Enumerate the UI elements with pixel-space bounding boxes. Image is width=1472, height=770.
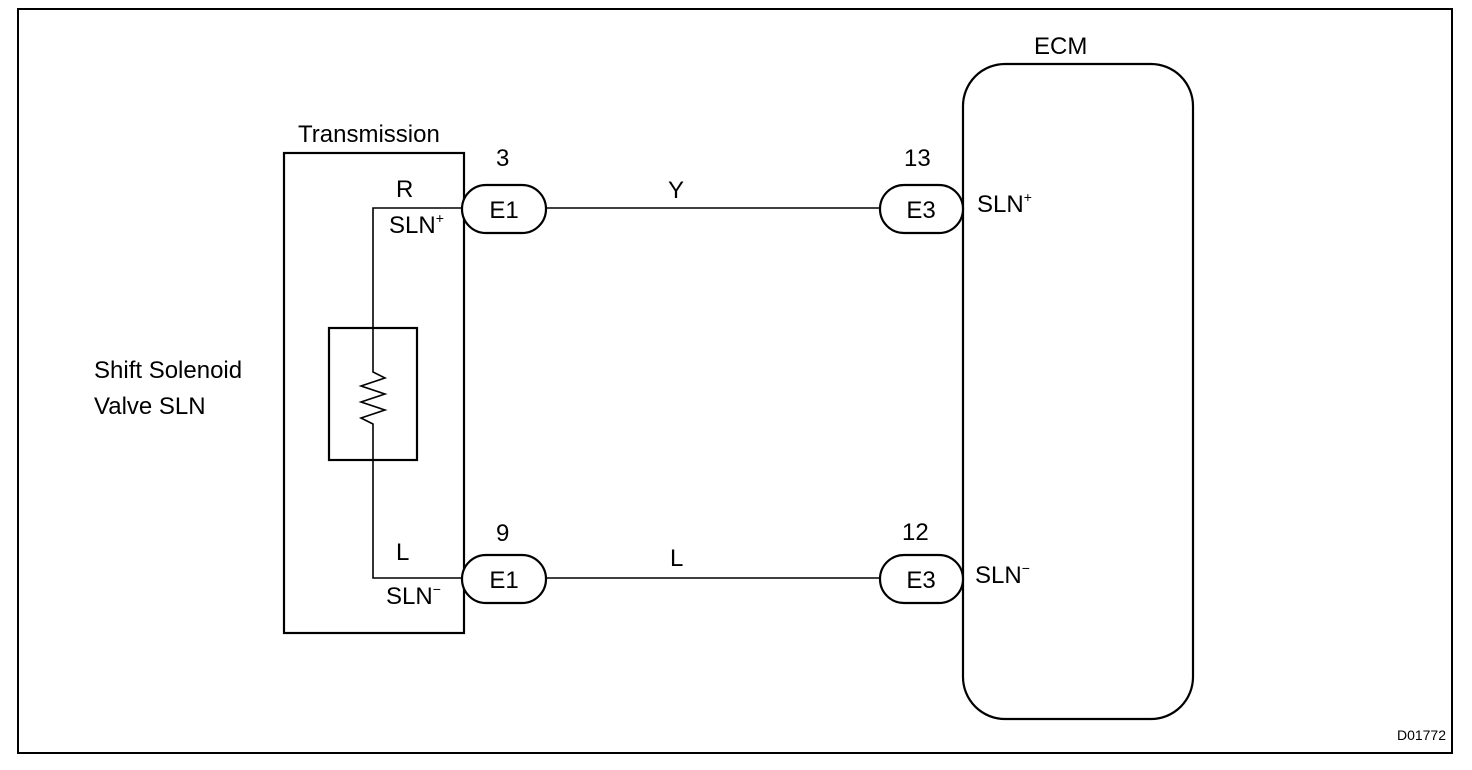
internal-wire-top: [372, 207, 462, 328]
figure-id: D01772: [1397, 727, 1446, 743]
top-solenoid-wire-color: R: [396, 176, 413, 203]
top-right-connector-label: E3: [906, 197, 935, 224]
top-left-connector: [460, 183, 548, 235]
bottom-solenoid-wire-color: L: [396, 539, 409, 566]
ecm-label: ECM: [1034, 33, 1087, 60]
top-wire-color: Y: [668, 177, 684, 204]
bottom-left-connector-label: E1: [489, 567, 518, 594]
top-right-connector: [878, 183, 965, 235]
top-left-pin: 3: [496, 145, 509, 172]
top-ecm-terminal: SLN+: [977, 189, 1032, 218]
ecm-box: [961, 62, 1195, 721]
bottom-left-pin: 9: [496, 520, 509, 547]
bottom-right-connector: [878, 553, 965, 605]
bottom-right-pin: 12: [902, 519, 929, 546]
solenoid-coil-icon: [358, 360, 388, 434]
bottom-ecm-terminal: SLN−: [975, 560, 1030, 589]
solenoid-label-line1: Shift Solenoid: [94, 357, 242, 384]
top-right-pin: 13: [904, 145, 931, 172]
bottom-solenoid-terminal: SLN−: [386, 581, 441, 610]
transmission-label: Transmission: [298, 121, 440, 148]
internal-wire-bottom: [372, 460, 462, 579]
bottom-right-connector-label: E3: [906, 567, 935, 594]
bottom-wire-color: L: [670, 545, 683, 572]
transmission-box: [282, 151, 466, 635]
top-solenoid-terminal: SLN+: [389, 210, 444, 239]
top-left-connector-label: E1: [489, 197, 518, 224]
bottom-left-connector: [460, 553, 548, 605]
solenoid-label-line2: Valve SLN: [94, 393, 206, 420]
diagram-frame: [17, 8, 1453, 754]
